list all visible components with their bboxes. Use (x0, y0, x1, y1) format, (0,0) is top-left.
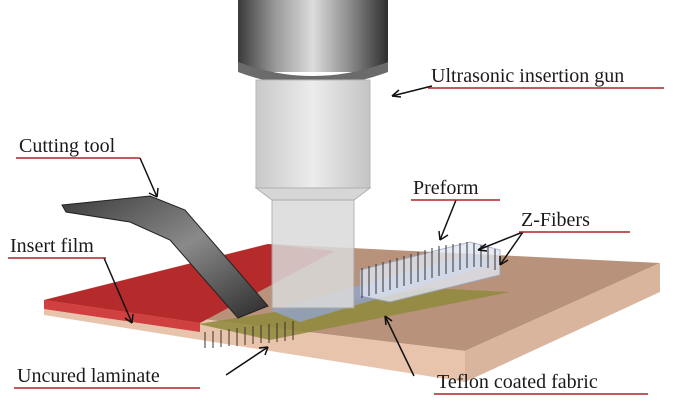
cutting-tool-arrow (148, 187, 159, 198)
cutting-tool (61, 195, 269, 319)
ultrasonic-insertion-gun (238, 0, 388, 309)
label-preform: Preform (413, 177, 479, 199)
uncured-laminate-leader (225, 346, 269, 376)
label-teflon-coated-fabric: Teflon coated fabric (437, 371, 598, 393)
leader-lines (103, 85, 524, 377)
teflon-coated-fabric (198, 288, 510, 340)
uncured-laminate-arrow (258, 346, 269, 356)
label-underlines (8, 87, 664, 395)
insert-film-edge (44, 300, 200, 332)
preform-arrow (438, 230, 449, 241)
insert-film-leader (103, 257, 133, 324)
z-fibers-preform (361, 242, 496, 298)
teflon-leader (384, 315, 415, 377)
gun-arrow (391, 89, 402, 98)
label-insert-film: Insert film (10, 235, 94, 257)
cutting-tool-leader (139, 157, 158, 198)
gun-taper (254, 187, 372, 201)
zfibers-leader-1 (477, 231, 524, 251)
label-uncured-laminate: Uncured laminate (17, 365, 160, 387)
zfibers-arrow-2 (499, 256, 509, 266)
label-cutting-tool: Cutting tool (19, 135, 116, 157)
teflon-arrow (384, 315, 393, 326)
gun-horn (238, 0, 388, 72)
preform-box (359, 241, 501, 303)
zfibers-leader-2 (499, 231, 524, 266)
gun-leader (391, 85, 433, 97)
insert-film-arrow (124, 313, 134, 324)
insert-film-top (44, 244, 335, 323)
zfibers-arrow-1 (477, 243, 488, 252)
preform-leader (439, 199, 457, 241)
label-ultrasonic-insertion-gun: Ultrasonic insertion gun (431, 65, 625, 87)
laminate-side-face (465, 263, 660, 382)
label-z-fibers: Z-Fibers (521, 209, 590, 231)
gun-upper-shaft (255, 79, 371, 189)
z-fibers-uncured (204, 321, 294, 348)
insert-film (44, 244, 335, 332)
cutting-tool-blade (61, 195, 269, 319)
gun-lower-shaft (271, 199, 355, 309)
